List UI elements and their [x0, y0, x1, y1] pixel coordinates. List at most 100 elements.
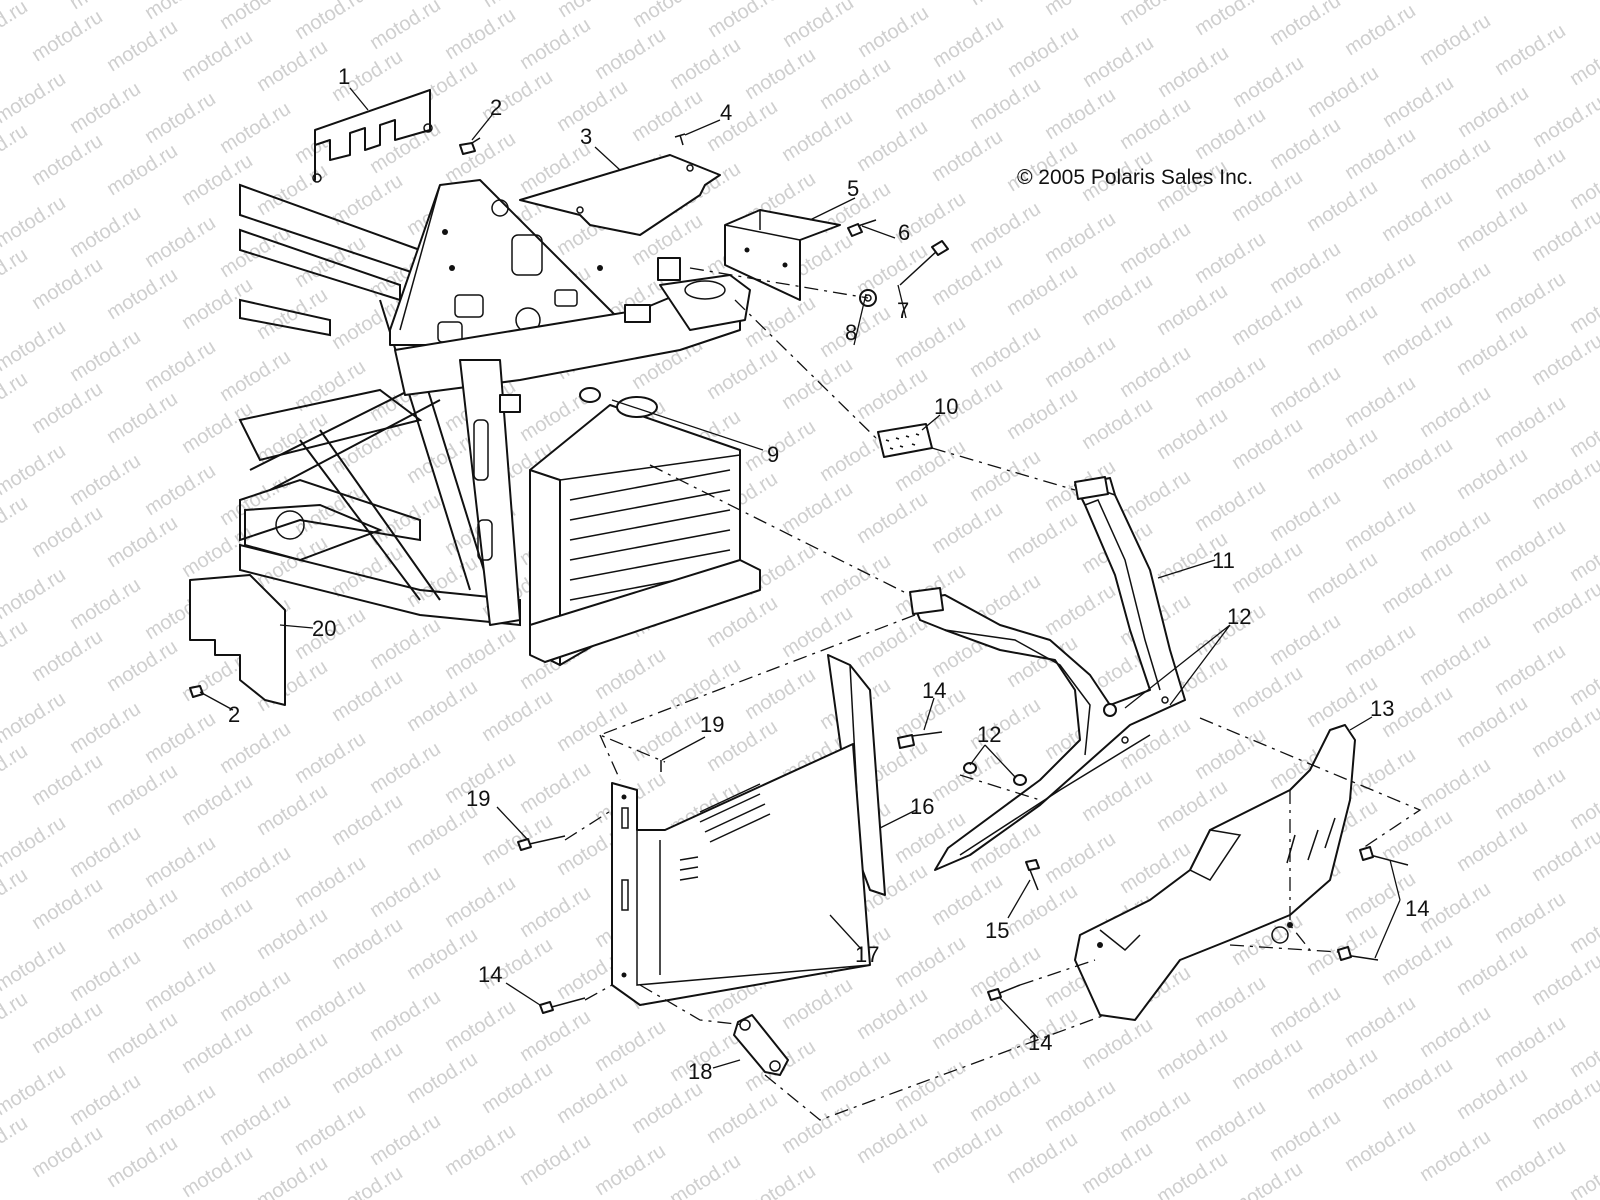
watermark-text: motod.ru [928, 250, 1007, 310]
watermark-text: motod.ru [1154, 42, 1233, 102]
watermark-text: motod.ru [1303, 424, 1382, 484]
watermark-text: motod.ru [1266, 982, 1345, 1042]
watermark-text: motod.ru [328, 542, 407, 602]
watermark-text: motod.ru [741, 292, 820, 352]
watermark-text: motod.ru [178, 26, 257, 86]
watermark-text: motod.ru [1303, 548, 1382, 608]
watermark-text: motod.ru [1266, 362, 1345, 422]
watermark-text: motod.ru [103, 1008, 182, 1068]
watermark-text: motod.ru [141, 212, 220, 272]
watermark-text: motod.ru [1191, 1096, 1270, 1156]
watermark-text: motod.ru [778, 974, 857, 1034]
callout-17: 17 [855, 942, 879, 967]
watermark-text: motod.ru [553, 1068, 632, 1128]
leader-lines [199, 87, 1401, 1069]
watermark-text: motod.ru [103, 512, 182, 572]
watermark-text: motod.ru [103, 1132, 182, 1192]
watermark-text: motod.ru [1416, 10, 1495, 70]
watermark-text: motod.ru [253, 904, 332, 964]
watermark-text: motod.ru [478, 686, 557, 746]
watermark-text: motod.ru [741, 44, 820, 104]
watermark-text: motod.ru [1153, 1148, 1232, 1200]
watermark-text: motod.ru [1416, 754, 1495, 814]
watermark-text: motod.ru [253, 1152, 332, 1200]
watermark-text: motod.ru [1453, 568, 1532, 628]
watermark-text: motod.ru [1116, 218, 1195, 278]
watermark-text: motod.ru [1341, 496, 1420, 556]
watermark-text: motod.ru [1379, 72, 1458, 132]
watermark-text: motod.ru [1191, 476, 1270, 536]
watermark-text: motod.ru [66, 698, 145, 758]
watermark-text: motod.ru [66, 326, 145, 386]
watermark-text: motod.ru [66, 450, 145, 510]
watermark-text: motod.ru [1116, 1086, 1195, 1146]
watermark-text: motod.ru [1228, 290, 1307, 350]
watermark-text: motod.ru [1191, 352, 1270, 412]
watermark-text: motod.ru [1191, 724, 1270, 784]
watermark-text: motod.ru [1341, 1116, 1420, 1176]
watermark-text: motod.ru [478, 1058, 557, 1118]
callout-4: 4 [720, 100, 732, 125]
watermark-text: motod.ru [66, 202, 145, 262]
watermark-text: motod.ru [1041, 0, 1120, 20]
watermark-text: motod.ru [178, 274, 257, 334]
watermark-text: motod.ru [1416, 630, 1495, 690]
watermark-text: motod.ru [178, 894, 257, 954]
watermark-text: motod.ru [1566, 526, 1600, 586]
watermark-text: motod.ru [778, 602, 857, 662]
watermark-text: motod.ru [216, 1090, 295, 1150]
watermark-text: motod.ru [403, 552, 482, 612]
watermark-text: motod.ru [178, 770, 257, 830]
watermark-text: motod.ru [66, 0, 145, 14]
watermark-text: motod.ru [1491, 392, 1570, 452]
watermark-text: motod.ru [253, 780, 332, 840]
watermark-text: motod.ru [1266, 486, 1345, 546]
watermark-text: motod.ru [1266, 610, 1345, 670]
watermark-text: motod.ru [1078, 394, 1157, 454]
watermark-text: motod.ru [1041, 332, 1120, 392]
watermark-text: motod.ru [1153, 280, 1232, 340]
callout-14-b: 14 [478, 962, 502, 987]
watermark-text: motod.ru [966, 0, 1045, 10]
watermark-text: motod.ru [1566, 774, 1600, 834]
watermark-text: motod.ru [103, 884, 182, 944]
watermark-text: motod.ru [1528, 950, 1600, 1010]
part-12-nuts [963, 762, 1027, 786]
watermark-text: motod.ru [1304, 62, 1383, 122]
watermark-text: motod.ru [141, 708, 220, 768]
watermark-text: motod.ru [103, 16, 182, 76]
watermark-text: motod.ru [1416, 258, 1495, 318]
watermark-text: motod.ru [779, 0, 858, 52]
watermark-text: motod.ru [853, 1108, 932, 1168]
watermark-text: motod.ru [1378, 1054, 1457, 1114]
watermark-text: motod.ru [1491, 888, 1570, 948]
callout-16: 16 [910, 794, 934, 819]
watermark-text: motod.ru [103, 760, 182, 820]
watermark-text: motod.ru [216, 0, 295, 34]
watermark-text: motod.ru [0, 1060, 70, 1120]
callout-20: 20 [312, 616, 336, 641]
watermark-text: motod.ru [1566, 402, 1600, 462]
watermark-text: motod.ru [1078, 766, 1157, 826]
watermark-text: motod.ru [178, 1142, 257, 1200]
watermark-text: motod.ru [703, 96, 782, 156]
watermark-text: motod.ru [778, 478, 857, 538]
watermark-text: motod.ru [366, 862, 445, 922]
watermark-text: motod.ru [28, 750, 107, 810]
watermark-text: motod.ru [516, 14, 595, 74]
watermark-text: motod.ru [366, 0, 445, 54]
watermark-text: motod.ru [1041, 580, 1120, 640]
watermark-text: motod.ru [1378, 434, 1457, 494]
watermark-text: motod.ru [403, 924, 482, 984]
watermark-text: motod.ru [0, 68, 70, 128]
watermark-text: motod.ru [703, 344, 782, 404]
watermark-text: motod.ru [966, 1066, 1045, 1126]
watermark-text: motod.ru [1116, 342, 1195, 402]
watermark-text: motod.ru [141, 336, 220, 396]
watermark-text: motod.ru [28, 254, 107, 314]
watermark-text: motod.ru [928, 994, 1007, 1054]
callout-11: 11 [1212, 548, 1235, 573]
watermark-text: motod.ru [591, 1140, 670, 1200]
watermark-text: motod.ru [366, 1110, 445, 1170]
